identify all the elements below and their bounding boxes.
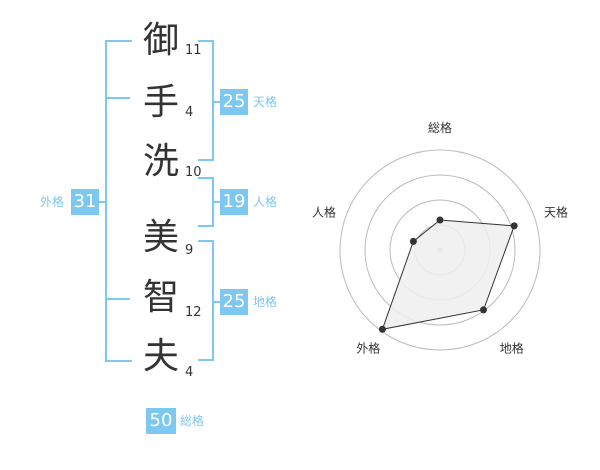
stroke-count-3: 10 [185, 165, 202, 180]
radar-axis-label: 総格 [428, 120, 452, 135]
gaikaku-value: 31 [71, 189, 99, 215]
name-char-6: 夫 [142, 336, 179, 377]
jinkaku-label: 人格 [253, 195, 278, 209]
stroke-count-1: 11 [185, 43, 202, 58]
chikaku-bracket [198, 240, 214, 361]
bracket-connector [95, 201, 105, 203]
bracket-connector [212, 301, 220, 303]
name-char-4: 美 [142, 217, 179, 258]
radar-point-5 [409, 237, 417, 245]
radar-axis-label: 地格 [500, 341, 524, 356]
soukaku-label: 総格 [180, 414, 205, 428]
stroke-count-2: 4 [185, 105, 194, 120]
radar-grid-ring [339, 149, 541, 351]
radar-axis-label: 天格 [544, 204, 568, 219]
tenkaku-bracket [198, 40, 214, 161]
radar-point-4 [378, 325, 386, 333]
name-char-2: 手 [142, 82, 179, 123]
stroke-count-5: 12 [185, 305, 202, 320]
chikaku-label: 地格 [253, 295, 278, 309]
name-char-1: 御 [142, 20, 179, 61]
name-char-3: 洗 [142, 141, 179, 182]
tenkaku-label: 天格 [253, 95, 278, 109]
jinkaku-value: 19 [220, 189, 248, 215]
radar-point-3 [479, 306, 487, 314]
radar-point-1 [436, 216, 444, 224]
soukaku-value: 50 [146, 408, 176, 434]
bracket-connector [212, 101, 220, 103]
radar-series-area [381, 219, 515, 330]
bracket-connector [212, 201, 220, 203]
name-char-5: 智 [142, 277, 179, 318]
tenkaku-value: 25 [220, 89, 248, 115]
chikaku-value: 25 [220, 289, 248, 315]
bracket-tick [105, 97, 130, 99]
bracket-tick [105, 298, 130, 300]
radar-axis-label: 人格 [312, 204, 336, 219]
radar-axis-label: 外格 [356, 341, 380, 356]
radar-grid-ring [364, 174, 516, 326]
stroke-count-4: 9 [185, 243, 194, 258]
radar-point-2 [510, 222, 518, 230]
gaikaku-label: 外格 [40, 195, 65, 209]
stroke-count-6: 4 [185, 365, 194, 380]
gaikaku-bracket [105, 40, 132, 362]
